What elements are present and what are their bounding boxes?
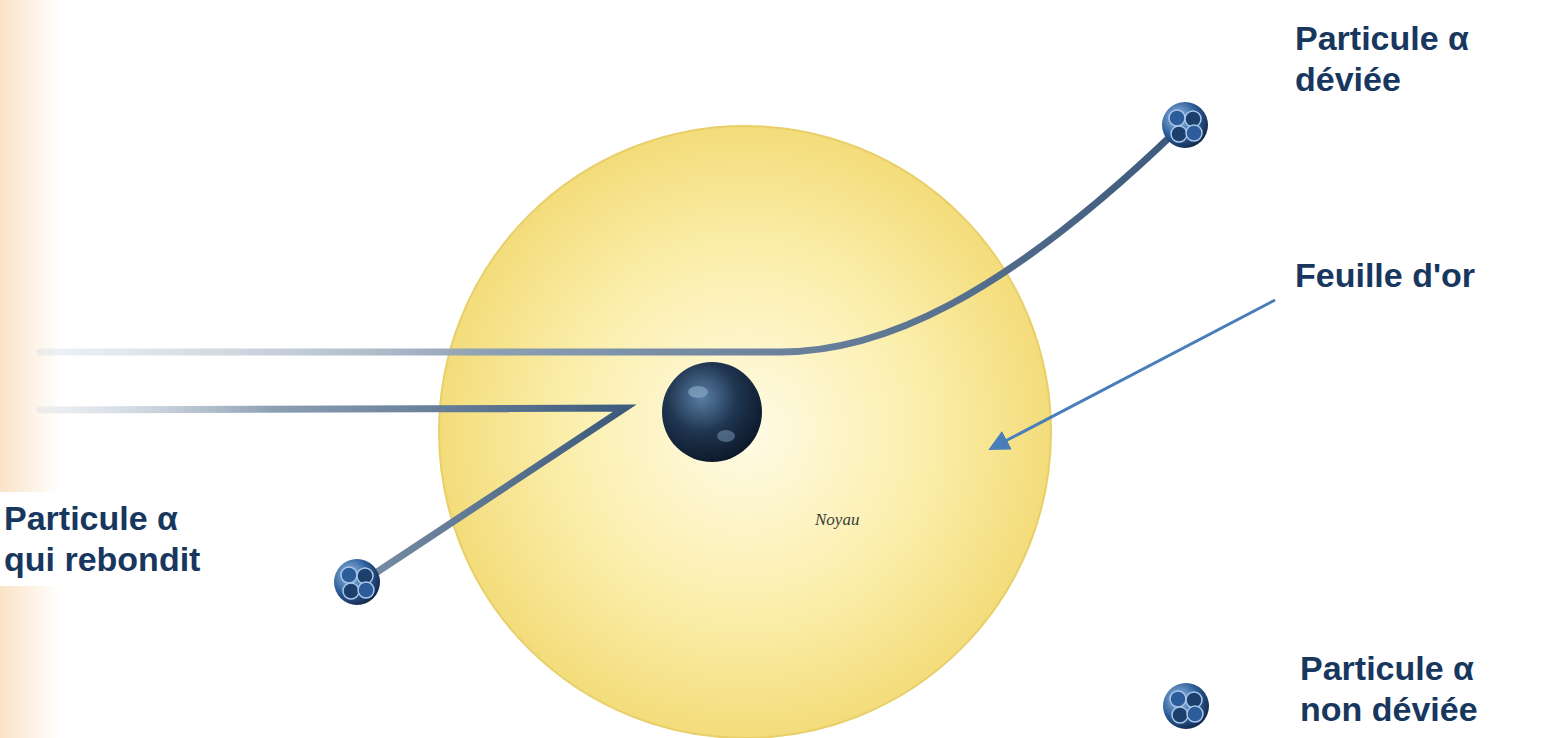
callout-label: Particule α déviée bbox=[1295, 18, 1535, 100]
alpha-particle bbox=[334, 559, 380, 605]
gold-foil bbox=[439, 126, 1051, 738]
leader-arrow bbox=[992, 300, 1275, 448]
callout-label: Feuille d'or bbox=[1295, 255, 1535, 296]
nucleus-label: Noyau bbox=[815, 510, 895, 530]
callout-label: Particule α qui rebondit bbox=[0, 492, 218, 586]
alpha-particle bbox=[1163, 683, 1209, 729]
deflected-track bbox=[40, 132, 1175, 352]
alpha-particle bbox=[1162, 102, 1208, 148]
straight-track bbox=[140, 702, 1170, 709]
callout-label: Particule α non déviée bbox=[1300, 648, 1540, 730]
nucleus bbox=[662, 362, 762, 462]
